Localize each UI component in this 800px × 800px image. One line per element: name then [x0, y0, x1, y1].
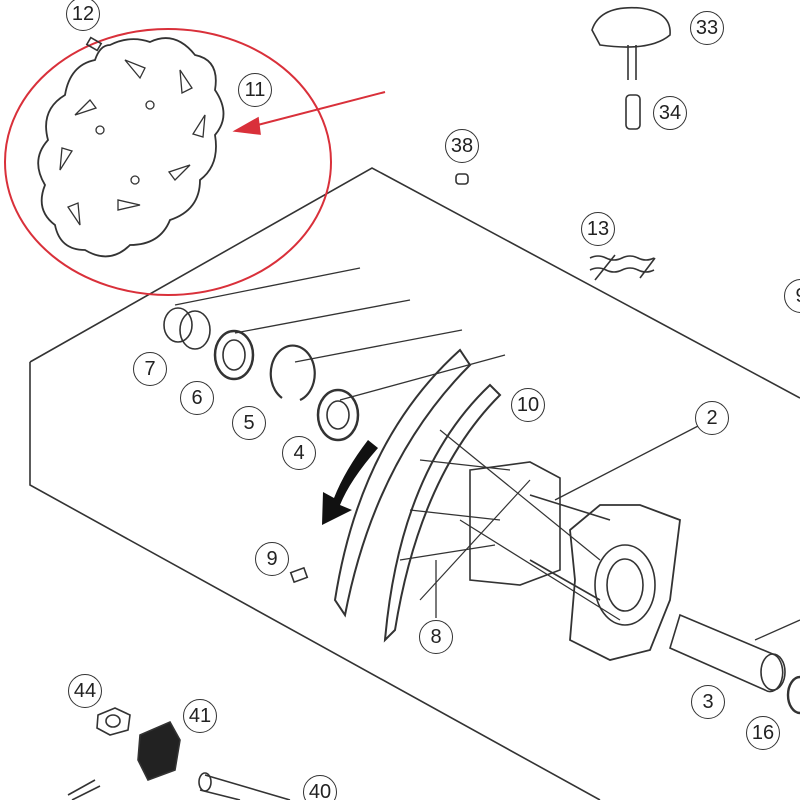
- callout-11: 11: [238, 73, 272, 107]
- part-34: [625, 94, 641, 130]
- callout-13: 13: [581, 212, 615, 246]
- callout-44: 44: [68, 674, 102, 708]
- callout-7: 7: [133, 352, 167, 386]
- callout-8: 8: [419, 620, 453, 654]
- highlight-ellipse: [4, 28, 332, 296]
- part-38: [455, 173, 469, 185]
- part-41-adjuster: [137, 720, 181, 781]
- part-33: [591, 6, 671, 48]
- assembly-frame: [29, 167, 800, 399]
- callout-41: 41: [183, 699, 217, 733]
- part-40-axle: [199, 774, 291, 800]
- part-5-circlip: [269, 344, 316, 402]
- disc-slots: [59, 59, 206, 226]
- wheel-hub: [469, 461, 681, 661]
- brake-disc: [37, 37, 225, 258]
- assembly-frame-left: [29, 362, 601, 800]
- part-16: [786, 675, 800, 715]
- part-9-screw: [289, 566, 309, 584]
- callout-6: 6: [180, 381, 214, 415]
- highlight-arrow: [249, 91, 386, 128]
- callout-2: 2: [695, 401, 729, 435]
- callout-12: 12: [66, 0, 100, 31]
- part-13: [589, 254, 656, 281]
- part-3-spacer: [669, 613, 784, 693]
- callout-4: 4: [282, 436, 316, 470]
- callout-5: 5: [232, 406, 266, 440]
- spokes: [399, 429, 621, 621]
- direction-arrow: [322, 440, 378, 525]
- callout-3: 3: [691, 685, 725, 719]
- callout-10: 10: [511, 388, 545, 422]
- callout-38: 38: [445, 129, 479, 163]
- wheel-rim: [333, 348, 502, 643]
- callout-9: 9: [255, 542, 289, 576]
- part-7: [163, 307, 211, 350]
- part-4: [316, 388, 360, 442]
- part-6: [213, 329, 255, 381]
- callout-33: 33: [690, 11, 724, 45]
- callout-34: 34: [653, 96, 687, 130]
- highlight-arrow-head: [232, 116, 261, 135]
- bolt-12: [85, 36, 103, 52]
- callout-40: 40: [303, 775, 337, 800]
- part-44-nut: [96, 707, 131, 736]
- callout-16: 16: [746, 716, 780, 750]
- leader-lines: [174, 267, 800, 641]
